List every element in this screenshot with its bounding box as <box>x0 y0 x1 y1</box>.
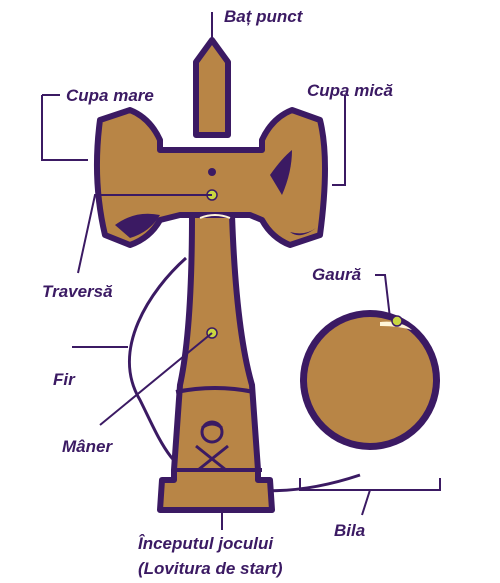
cross <box>93 107 328 248</box>
label-inceputul-line2: (Lovitura de start) <box>138 559 283 578</box>
label-cupa-mica: Cupa mică <box>307 81 394 100</box>
line-cupa-mare <box>41 94 88 161</box>
string <box>128 256 361 493</box>
label-bat-punct: Baț punct <box>224 7 304 26</box>
logo <box>195 420 229 472</box>
gaura-marker <box>391 315 403 327</box>
label-cupa-mare: Cupa mare <box>66 86 154 105</box>
label-inceputul-line1: Începutul jocului <box>138 534 274 553</box>
label-gaura: Gaură <box>312 265 362 284</box>
callout-lines <box>41 12 441 530</box>
spike <box>193 37 231 138</box>
line-gaura <box>375 274 391 319</box>
ball <box>300 310 440 450</box>
label-bila: Bila <box>334 521 365 540</box>
line-traversa <box>77 194 212 274</box>
handle <box>157 212 275 513</box>
line-bila <box>299 478 441 516</box>
label-traversa: Traversă <box>42 282 113 301</box>
kendama <box>93 37 328 513</box>
label-maner: Mâner <box>62 437 113 456</box>
line-cupa-mica <box>332 95 346 186</box>
line-maner <box>99 332 213 426</box>
label-fir: Fir <box>53 370 76 389</box>
